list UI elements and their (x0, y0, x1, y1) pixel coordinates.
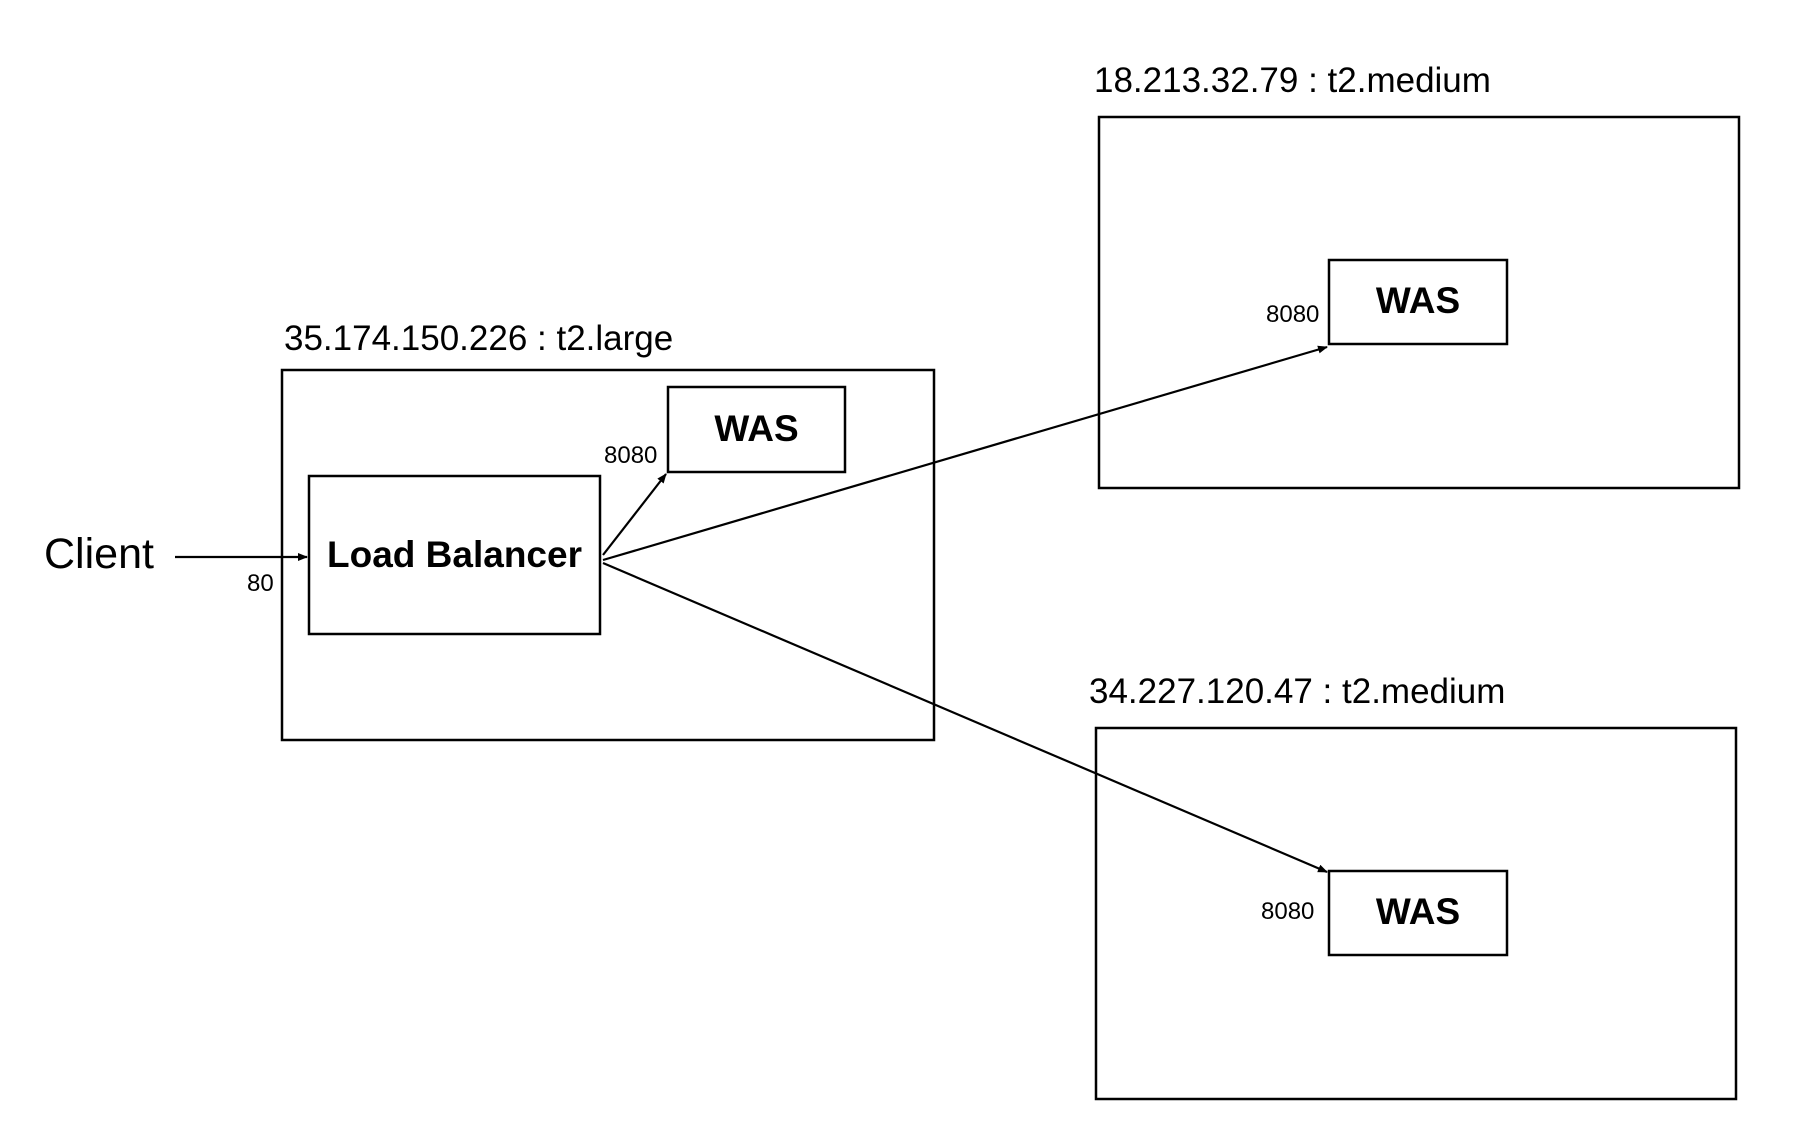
was-host2-label: WAS (1376, 891, 1460, 932)
port-label-was-local: 8080 (604, 442, 657, 469)
edge-lb-to-was-local (602, 473, 667, 556)
host-label-was-2: 34.227.120.47 : t2.medium (1089, 672, 1505, 711)
was-host1-box (1327, 258, 1509, 346)
was-host1-label: WAS (1376, 280, 1460, 321)
port-label-was-host2: 8080 (1261, 898, 1314, 925)
client-label: Client (44, 530, 154, 578)
host-label-lb: 35.174.150.226 : t2.large (284, 319, 673, 358)
was-host2-box (1327, 869, 1509, 957)
was-local-box (666, 385, 847, 474)
load-balancer-label: Load Balancer (327, 534, 582, 575)
was-local-label: WAS (714, 408, 798, 449)
host-box-was-2 (1094, 726, 1738, 1101)
port-label-was-host1: 8080 (1266, 301, 1319, 328)
host-box-lb (280, 368, 936, 742)
host-box-was-1 (1097, 115, 1741, 490)
port-label-lb: 80 (247, 570, 274, 597)
edge-lb-to-was-host1 (602, 345, 1328, 562)
host-label-was-1: 18.213.32.79 : t2.medium (1094, 61, 1491, 100)
edge-lb-to-was-host2 (602, 561, 1328, 874)
load-balancer-box (307, 474, 602, 636)
